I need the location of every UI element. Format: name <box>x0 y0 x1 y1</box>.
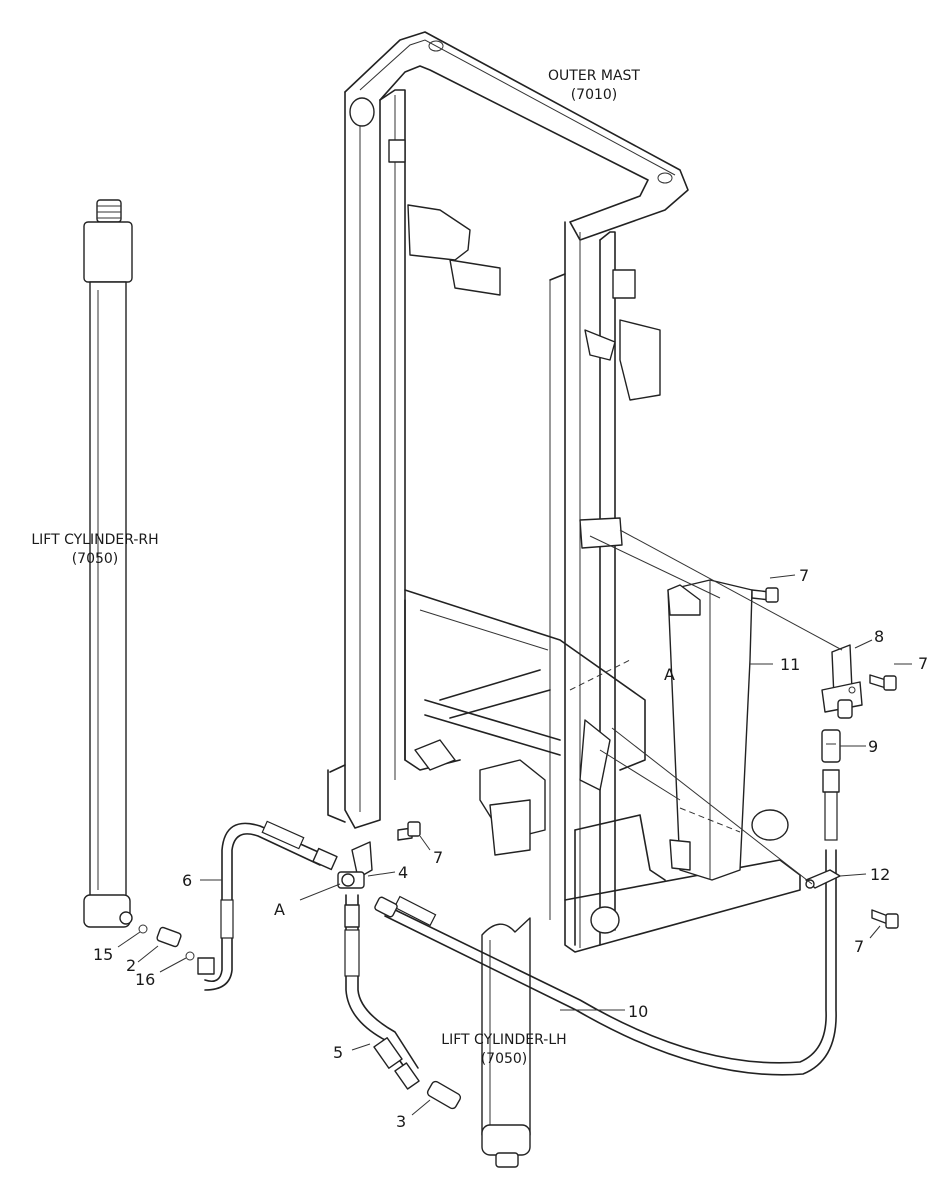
bolt-7-right <box>869 674 897 691</box>
lift-cylinder-rh-label: LIFT CYLINDER-RH <box>31 532 158 548</box>
outer-mast-code: (7010) <box>571 87 618 103</box>
callout-7: 7 <box>854 937 864 956</box>
callout-4: 4 <box>398 863 408 882</box>
outer-mast <box>327 31 801 953</box>
bolt-7-lower <box>871 909 899 929</box>
hose-6 <box>197 820 338 991</box>
callout-10: 10 <box>628 1002 648 1021</box>
outer-mast-label: OUTER MAST <box>548 68 640 84</box>
lift-cylinder-rh <box>83 199 133 928</box>
callout-12: 12 <box>870 865 890 884</box>
lift-cylinder-rh-code: (7050) <box>72 551 119 567</box>
lift-cylinder-lh <box>481 917 531 1168</box>
callout-11: 11 <box>780 655 800 674</box>
fitting-2 <box>156 926 182 948</box>
callout-15: 15 <box>93 945 113 964</box>
callout-9: 9 <box>868 737 878 756</box>
callout-7: 7 <box>799 566 809 585</box>
callout-16: 16 <box>135 970 155 989</box>
bracket-8 <box>821 644 863 719</box>
o-ring-16 <box>185 951 195 961</box>
view-a-label: A <box>664 665 675 684</box>
callout-7: 7 <box>918 654 928 673</box>
hose-10 <box>374 769 840 1076</box>
tee-fitting-4 <box>337 841 373 889</box>
clamp-12 <box>805 869 841 889</box>
callout-7: 7 <box>433 848 443 867</box>
lift-cylinder-lh-code: (7050) <box>481 1051 528 1067</box>
guard-11 <box>667 579 753 881</box>
bolt-7-top <box>751 587 779 603</box>
callout-6: 6 <box>182 871 192 890</box>
lift-cylinder-lh-label: LIFT CYLINDER-LH <box>441 1032 566 1048</box>
view-a-label: A <box>274 900 285 919</box>
hose-5 <box>344 894 420 1090</box>
callout-8: 8 <box>874 627 884 646</box>
o-ring-15 <box>138 924 148 934</box>
callout-3: 3 <box>396 1112 406 1131</box>
leader-lines <box>117 529 912 1116</box>
callout-2: 2 <box>126 956 136 975</box>
callout-5: 5 <box>333 1043 343 1062</box>
adapter-9 <box>821 729 841 763</box>
fitting-3 <box>426 1080 462 1110</box>
bolt-7-middle <box>397 821 421 841</box>
